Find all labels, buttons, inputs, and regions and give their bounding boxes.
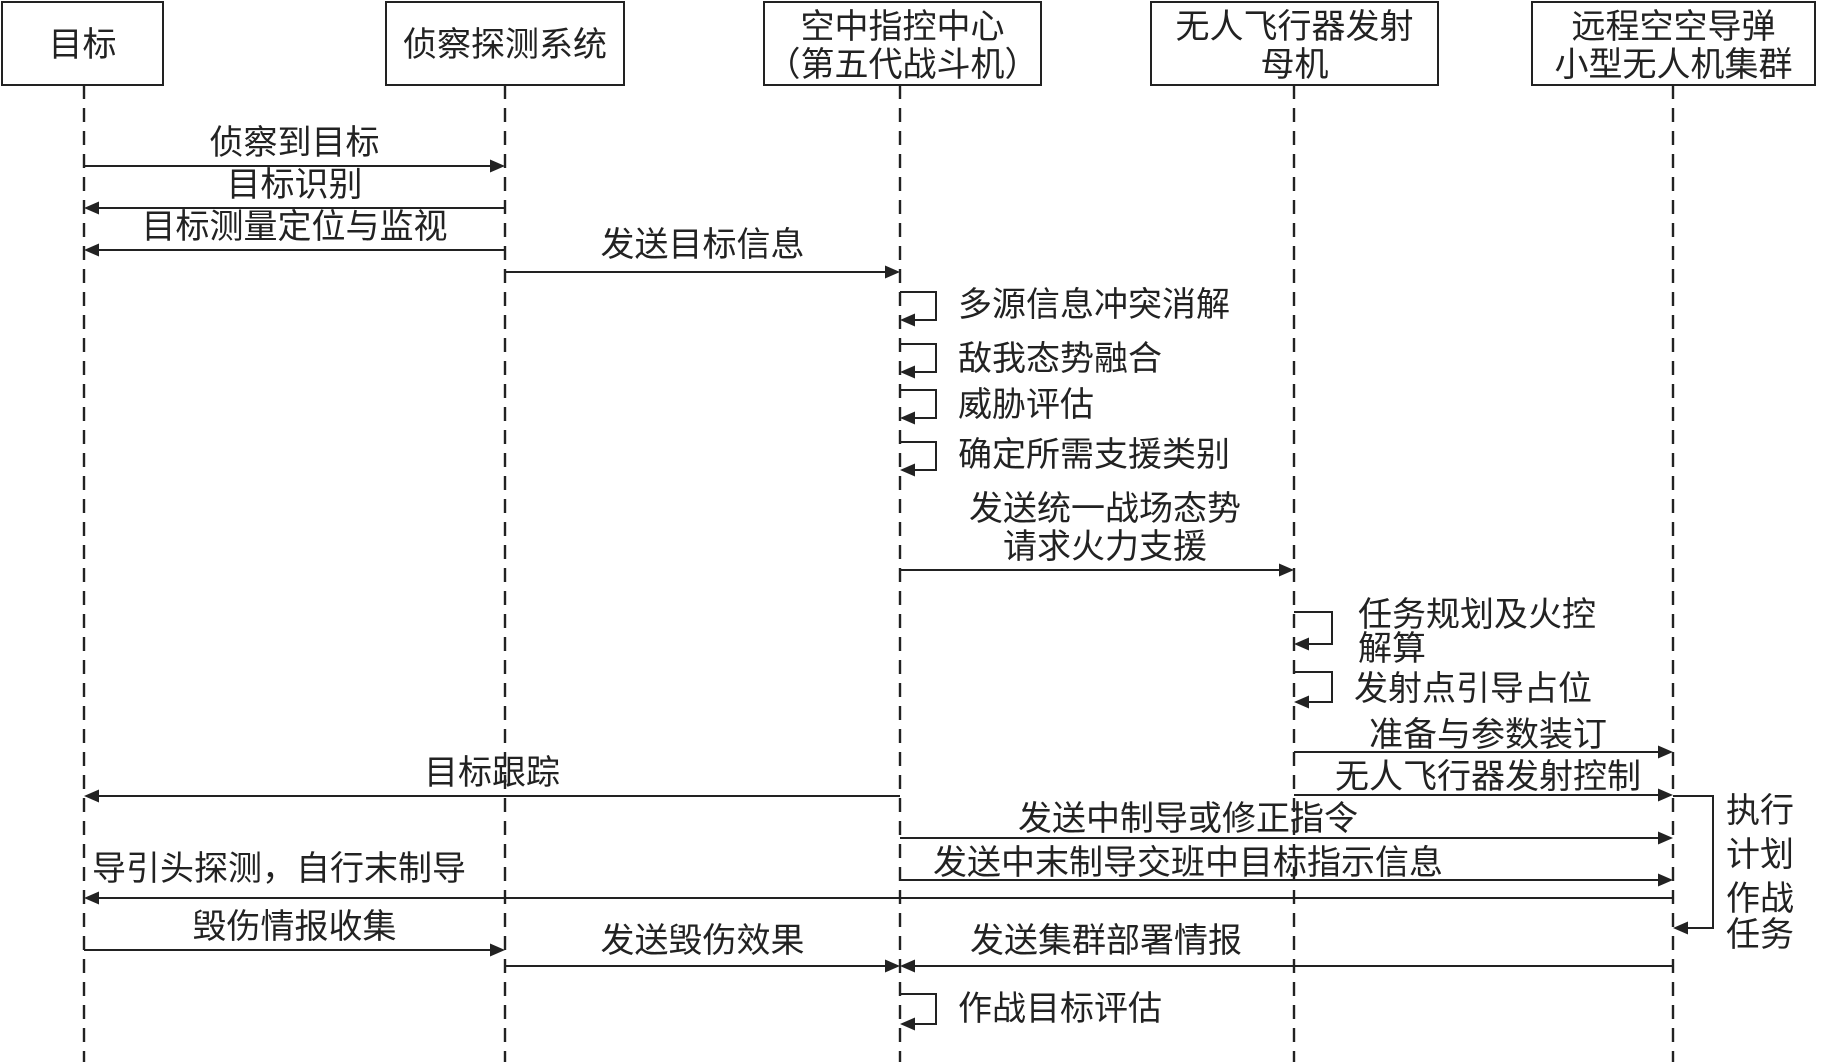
lane-header-label: 目标 (49, 25, 117, 65)
self-loop (1294, 671, 1333, 703)
arrowhead (84, 201, 99, 215)
message-label: 目标跟踪 (424, 753, 560, 793)
message-label: 毁伤情报收集 (193, 907, 397, 947)
message-label: 发送毁伤效果 (601, 921, 805, 961)
message-label: 发送集群部署情报 (970, 921, 1242, 961)
message-label: 导引头探测，自行末制导 (92, 849, 466, 889)
message-label: 发送统一战场态势 (969, 489, 1241, 529)
message-label: 发送中末制导交班中目标指示信息 (933, 843, 1443, 883)
arrowhead (1658, 873, 1673, 887)
message-s6: 发射点引导占位 (1294, 669, 1592, 709)
message-label: 敌我态势融合 (958, 339, 1162, 379)
lane-recon: 侦察探测系统 (385, 1, 625, 1062)
arrowhead (1279, 563, 1294, 577)
self-loop (900, 389, 937, 419)
lane-header-label: 无人飞行器发射 (1176, 7, 1414, 47)
lane-target: 目标 (1, 1, 164, 1062)
arrowhead (900, 365, 915, 379)
message-m14: 发送集群部署情报 (900, 921, 1673, 973)
message-m7: 目标跟踪 (84, 753, 900, 803)
lane-header-label: 空中指控中心 (801, 7, 1005, 47)
lane-header-label: 小型无人机集群 (1555, 45, 1793, 85)
arrowhead (1294, 637, 1309, 651)
arrowhead (885, 959, 900, 973)
message-s3: 威胁评估 (900, 385, 1094, 425)
lane-header-box (1531, 1, 1816, 86)
lane-header-label: （第五代战斗机） (767, 45, 1039, 85)
message-m11: 导引头探测，自行末制导 (84, 849, 1673, 905)
message-label: 作战 (1726, 879, 1794, 919)
message-label: 目标测量定位与监视 (142, 207, 448, 247)
message-m10: 发送中末制导交班中目标指示信息 (900, 843, 1673, 887)
arrowhead (84, 243, 99, 257)
arrowhead (900, 1017, 915, 1031)
message-m3: 目标测量定位与监视 (84, 207, 505, 257)
lane-header-box (1, 1, 164, 86)
self-loop (900, 993, 937, 1025)
message-m1: 侦察到目标 (84, 123, 505, 173)
arrowhead (84, 891, 99, 905)
arrowhead (1658, 788, 1673, 802)
self-loop (900, 343, 937, 373)
message-m9: 发送中制导或修正指令 (900, 799, 1673, 845)
message-label: 侦察到目标 (210, 123, 380, 163)
arrowhead (900, 313, 915, 327)
message-s1: 多源信息冲突消解 (900, 285, 1230, 327)
arrowhead (900, 959, 915, 973)
arrowhead (1658, 831, 1673, 845)
message-m8: 无人飞行器发射控制 (1294, 757, 1673, 802)
self-loop (1673, 795, 1714, 929)
lane-header-label: 母机 (1261, 45, 1329, 85)
arrowhead (1658, 745, 1673, 759)
message-m12: 毁伤情报收集 (84, 907, 505, 957)
message-label: 任务规划及火控 (1358, 595, 1596, 635)
message-label: 多源信息冲突消解 (958, 285, 1230, 325)
message-label: 计划 (1726, 835, 1794, 875)
message-s4: 确定所需支援类别 (900, 435, 1230, 477)
message-m13: 发送毁伤效果 (505, 921, 900, 973)
message-s2: 敌我态势融合 (900, 339, 1162, 379)
arrowhead (1673, 921, 1688, 935)
message-label: 发送中制导或修正指令 (1018, 799, 1358, 839)
self-loop (1294, 611, 1333, 645)
message-label: 威胁评估 (958, 385, 1094, 425)
message-label: 解算 (1358, 629, 1426, 669)
self-loop (900, 291, 937, 321)
lane-header-box (763, 1, 1042, 86)
arrowhead (900, 463, 915, 477)
message-m4: 发送目标信息 (505, 225, 900, 279)
message-label: 目标识别 (227, 165, 363, 205)
arrowhead (490, 159, 505, 173)
message-label: 确定所需支援类别 (958, 435, 1230, 475)
lane-header-label: 侦察探测系统 (403, 25, 607, 65)
message-label: 请求火力支援 (1003, 527, 1207, 567)
message-label: 发送目标信息 (601, 225, 805, 265)
message-label: 任务 (1726, 915, 1794, 955)
message-s7: 作战目标评估 (900, 989, 1162, 1031)
self-loop (900, 441, 937, 471)
lane-header-label: 远程空空导弹 (1572, 7, 1776, 47)
lane-command: 空中指控中心（第五代战斗机） (763, 1, 1042, 1062)
arrowhead (1294, 695, 1309, 709)
message-label: 作战目标评估 (958, 989, 1162, 1029)
arrowhead (84, 789, 99, 803)
arrowhead (900, 411, 915, 425)
arrowhead (885, 265, 900, 279)
arrowhead (490, 943, 505, 957)
lane-header-box (1150, 1, 1439, 86)
message-label: 无人飞行器发射控制 (1335, 757, 1641, 797)
message-label: 执行 (1726, 791, 1794, 831)
message-m2: 目标识别 (84, 165, 505, 215)
message-m6: 准备与参数装订 (1294, 715, 1673, 759)
message-label: 发射点引导占位 (1354, 669, 1592, 709)
message-label: 准备与参数装订 (1369, 715, 1607, 755)
